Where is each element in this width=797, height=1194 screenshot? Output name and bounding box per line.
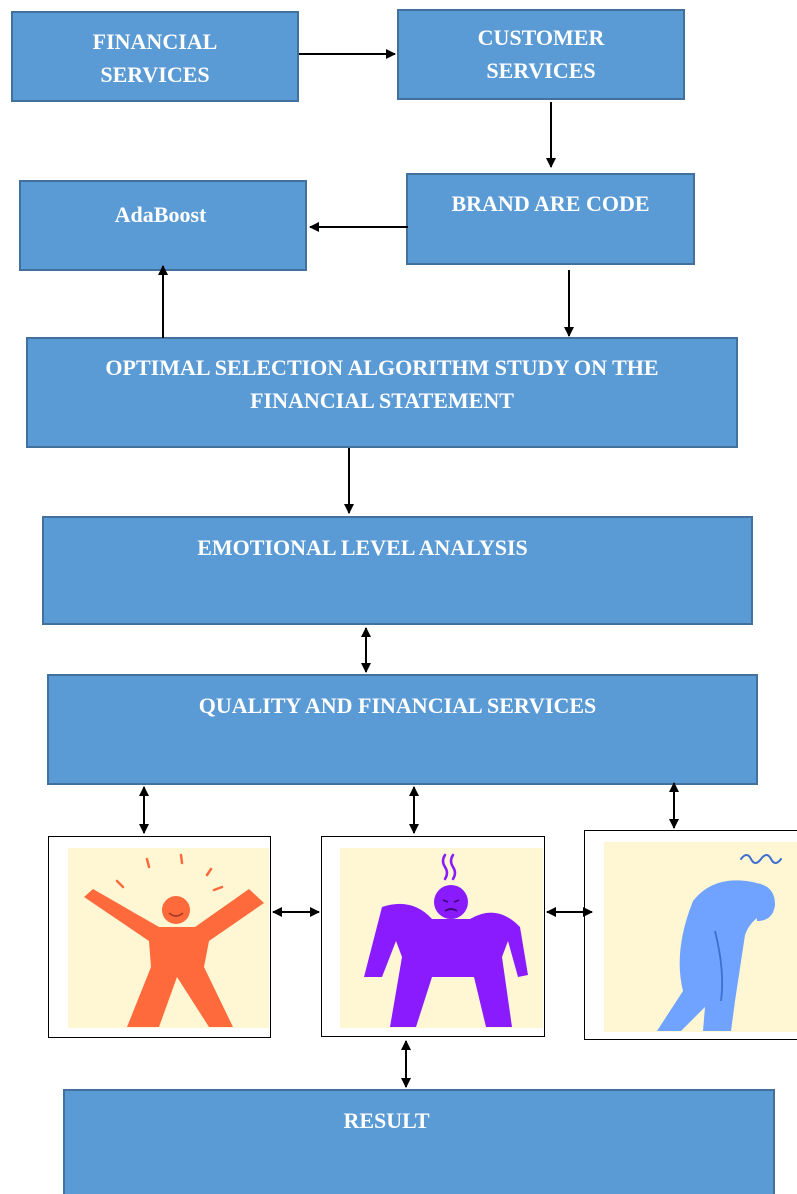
optimal-selection-label: OPTIMAL SELECTION ALGORITHM STUDY ON THE… [105,355,659,413]
brand-are-code-label: BRAND ARE CODE [451,191,650,216]
brand-are-code-box: BRAND ARE CODE [406,173,695,265]
optimal-selection-box: OPTIMAL SELECTION ALGORITHM STUDY ON THE… [26,337,738,448]
customer-services-box: CUSTOMER SERVICES [397,9,685,100]
sad-figure-picture [584,830,797,1040]
emotional-level-box: EMOTIONAL LEVEL ANALYSIS [42,516,753,625]
adaboost-box: AdaBoost [19,180,307,271]
customer-services-label: CUSTOMER SERVICES [477,25,605,83]
angry-person-icon [364,853,528,1027]
financial-services-box: FINANCIAL SERVICES [11,11,299,102]
quality-financial-box: QUALITY AND FINANCIAL SERVICES [47,674,758,785]
angry-figure-picture [321,836,545,1037]
emotional-level-label: EMOTIONAL LEVEL ANALYSIS [197,535,528,560]
happy-person-icon [84,853,264,1027]
result-label: RESULT [343,1108,430,1133]
quality-financial-label: QUALITY AND FINANCIAL SERVICES [198,693,597,718]
financial-services-label: FINANCIAL SERVICES [92,29,218,87]
adaboost-label: AdaBoost [114,202,207,227]
sad-person-icon [657,854,782,1031]
happy-figure-picture [48,836,271,1038]
result-box: RESULT [63,1089,775,1194]
